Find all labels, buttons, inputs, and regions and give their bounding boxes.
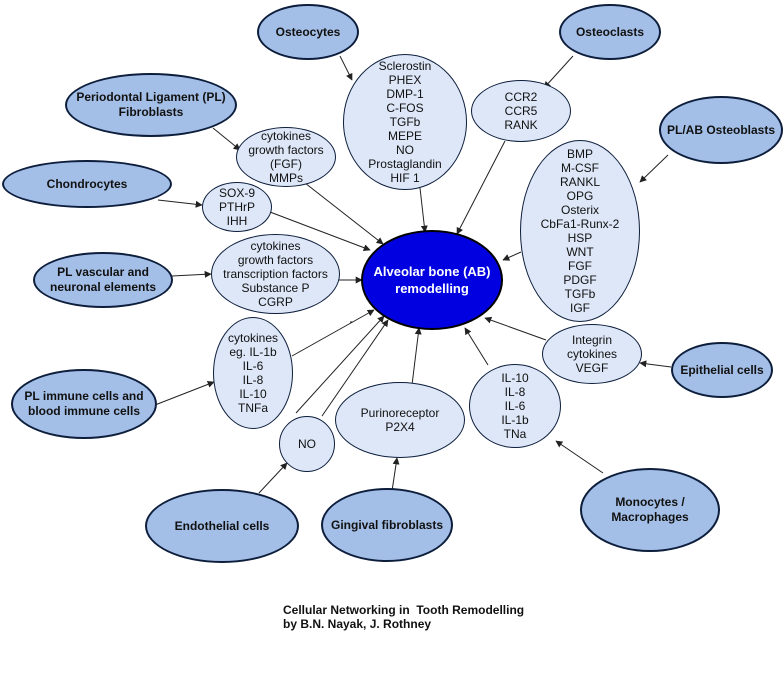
label-endothelial: Endothelial cells bbox=[174, 518, 270, 533]
arrow-vascular-to-factors bbox=[171, 270, 212, 278]
node-pl-fibroblasts: Periodontal Ligament (PL) Fibroblasts bbox=[65, 73, 237, 137]
node-vascular-factors: cytokines growth factors transcription f… bbox=[211, 234, 340, 314]
label-pl-vascular: PL vascular and neuronal elements bbox=[49, 265, 157, 294]
node-fibroblast-factors: cytokines growth factors (FGF) MMPs bbox=[236, 127, 336, 187]
node-monocytes: Monocytes / Macrophages bbox=[580, 468, 720, 552]
node-osteoclasts: Osteoclasts bbox=[559, 4, 661, 60]
label-chondrocyte-factors: SOX-9 PTHrP IHH bbox=[218, 186, 255, 228]
arrow-gingival-factors-to-center bbox=[411, 327, 422, 386]
label-chondrocytes: Chondrocytes bbox=[46, 176, 128, 191]
caption: Cellular Networking in Tooth Remodelling… bbox=[283, 603, 524, 631]
node-osteocytes: Osteocytes bbox=[257, 4, 359, 60]
node-endothelial: Endothelial cells bbox=[145, 489, 299, 563]
node-epithelial-factors: Integrin cytokines VEGF bbox=[542, 324, 642, 384]
label-monocyte-factors: IL-10 IL-8 IL-6 IL-1b TNa bbox=[501, 371, 529, 441]
label-fibroblast-factors: cytokines growth factors (FGF) MMPs bbox=[248, 129, 324, 185]
node-chondrocytes: Chondrocytes bbox=[2, 160, 172, 208]
arrow-chondrocyte-factors-to-center bbox=[269, 211, 371, 252]
node-chondrocyte-factors: SOX-9 PTHrP IHH bbox=[202, 182, 272, 232]
label-osteoclasts: Osteoclasts bbox=[575, 24, 645, 39]
arrow-fibroblasts-to-factors bbox=[212, 127, 241, 151]
arrow-epithelial-to-factors bbox=[639, 360, 672, 368]
node-gingival: Gingival fibroblasts bbox=[321, 488, 453, 562]
arrow-immune-to-factors bbox=[154, 381, 215, 406]
arrow-gingival-to-factors bbox=[391, 457, 400, 492]
arrow-fibroblast-factors-to-center bbox=[304, 182, 384, 245]
label-pl-ab-osteoblasts: PL/AB Osteoblasts bbox=[666, 122, 776, 137]
arrow-osteoclast-factors-to-center bbox=[456, 140, 506, 235]
label-osteoclast-factors: CCR2 CCR5 RANK bbox=[504, 90, 538, 132]
label-pl-immune: PL immune cells and blood immune cells bbox=[24, 389, 144, 418]
label-gingival-factors: Purinoreceptor P2X4 bbox=[360, 406, 440, 434]
arrow-osteoblasts-to-factors bbox=[639, 154, 669, 183]
node-pl-ab-osteoblasts: PL/AB Osteoblasts bbox=[659, 96, 783, 164]
label-endothelial-factors: NO bbox=[298, 437, 316, 451]
node-pl-vascular: PL vascular and neuronal elements bbox=[33, 252, 173, 308]
label-gingival: Gingival fibroblasts bbox=[330, 517, 444, 532]
arrow-osteoclasts-to-factors bbox=[543, 55, 574, 89]
label-osteoblast-factors: BMP M-CSF RANKL OPG Osterix CbFa1-Runx-2… bbox=[540, 147, 620, 315]
label-center: Alveolar bone (AB) remodelling bbox=[373, 264, 491, 296]
arrow-monocytes-to-factors bbox=[555, 440, 604, 474]
label-osteocyte-factors: Sclerostin PHEX DMP-1 C-FOS TGFb MEPE NO… bbox=[368, 59, 442, 185]
node-gingival-factors: Purinoreceptor P2X4 bbox=[335, 382, 465, 458]
arrow-immune-to-center bbox=[295, 315, 385, 414]
node-monocyte-factors: IL-10 IL-8 IL-6 IL-1b TNa bbox=[469, 364, 561, 448]
label-pl-fibroblasts: Periodontal Ligament (PL) Fibroblasts bbox=[76, 90, 226, 119]
label-epithelial: Epithelial cells bbox=[680, 362, 764, 377]
arrow-immune-factors-to-center bbox=[291, 309, 375, 357]
caption-authors: by B.N. Nayak, J. Rothney bbox=[283, 617, 432, 631]
arrow-osteocytes-to-factors bbox=[339, 55, 353, 81]
arrow-monocyte-factors-to-center bbox=[464, 327, 489, 366]
node-alveolar-bone-remodelling: Alveolar bone (AB) remodelling bbox=[361, 230, 503, 330]
arrow-no-to-center bbox=[321, 319, 389, 417]
arrow-osteoblast-factors-to-center bbox=[502, 251, 522, 261]
arrow-epithelial-factors-to-center bbox=[484, 316, 547, 341]
node-osteoclast-factors: CCR2 CCR5 RANK bbox=[471, 80, 571, 142]
node-osteoblast-factors: BMP M-CSF RANKL OPG Osterix CbFa1-Runx-2… bbox=[520, 140, 640, 322]
label-vascular-factors: cytokines growth factors transcription f… bbox=[223, 239, 328, 309]
node-immune-factors: cytokines eg. IL-1b IL-6 IL-8 IL-10 TNFa bbox=[213, 317, 293, 429]
label-osteocytes: Osteocytes bbox=[275, 24, 341, 39]
arrow-chondrocytes-to-factors bbox=[157, 199, 203, 208]
node-pl-immune: PL immune cells and blood immune cells bbox=[11, 369, 157, 439]
node-endothelial-factors: NO bbox=[279, 416, 335, 472]
caption-title: Cellular Networking in Tooth Remodelling bbox=[283, 603, 525, 617]
label-monocytes: Monocytes / Macrophages bbox=[611, 495, 689, 524]
node-osteocyte-factors: Sclerostin PHEX DMP-1 C-FOS TGFb MEPE NO… bbox=[343, 54, 467, 190]
arrow-endothelial-to-no bbox=[258, 462, 288, 494]
label-epithelial-factors: Integrin cytokines VEGF bbox=[566, 333, 618, 375]
node-epithelial: Epithelial cells bbox=[671, 342, 773, 398]
arrow-osteocyte-factors-to-center bbox=[419, 187, 428, 233]
label-immune-factors: cytokines eg. IL-1b IL-6 IL-8 IL-10 TNFa bbox=[227, 331, 279, 415]
